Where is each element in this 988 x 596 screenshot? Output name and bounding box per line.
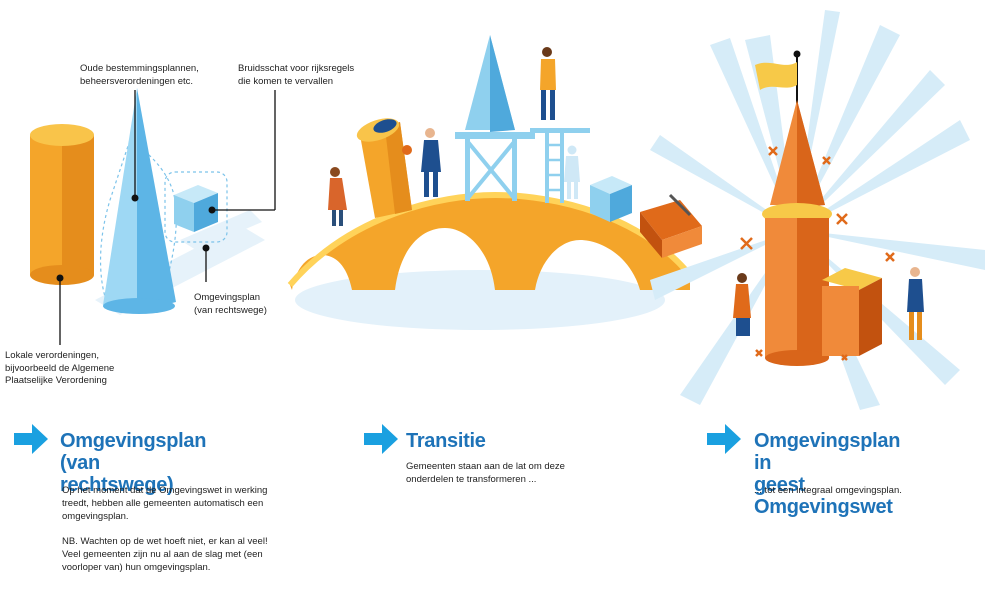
column-1-paragraph-1: Op het moment dat de Omgevingswet in wer… [62,485,268,522]
workers [328,47,580,226]
box-on-bridge [590,176,632,222]
column-2-title: Transitie [406,430,486,452]
column-2-body: Gemeenten staan aan de lat om deze onder… [406,460,596,498]
x-marks [740,146,895,361]
cylinder-on-bridge [356,118,412,218]
column-2-paragraph-1: Gemeenten staan aan de lat om deze onder… [406,461,565,485]
box-shape [174,185,218,232]
arrow-right-icon [707,424,741,454]
label-lokale-verordeningen: Lokale verordeningen, bijvoorbeeld de Al… [5,350,115,386]
label-bruidsschat: Bruidsschat voor rijksregels die komen t… [238,63,355,87]
column-1-title-line1: Omgevingsplan [60,430,207,452]
column-1-paragraph-2: NB. Wachten op de wet hoeft niet, er kan… [62,536,268,573]
column-3-title-line2: geest Omgevingswet [754,474,893,518]
column-3-title: Omgevingsplan in geest Omgevingswet [754,430,900,518]
arrow-right-icon [14,424,48,454]
column-3-paragraph-1: ... tot een integraal omgevingsplan. [754,485,902,496]
cone-shape [103,88,176,314]
flag [755,50,801,105]
column-1-body: Op het moment dat de Omgevingswet in wer… [62,484,268,586]
label-omgevingsplan: Omgevingsplan (van rechtswege) [194,292,267,316]
illustration [30,10,985,410]
tower-scene [650,10,985,410]
column-3-body: ... tot een integraal omgevingsplan. [754,484,954,509]
arrow-right-icon [364,424,398,454]
label-oude-plannen: Oude bestemmingsplannen, beheersverorden… [80,63,199,87]
left-scene [30,88,276,345]
leader-lines [59,90,276,345]
toolbox [640,193,702,258]
column-3-title-line1: Omgevingsplan in [754,430,901,474]
column-1-title-line2: (van rechtswege) [60,452,174,496]
scaffold-tower [455,35,590,203]
leader-dots [56,194,216,282]
bridge-scene [287,35,702,330]
column-1-title: Omgevingsplan (van rechtswege) [60,430,206,496]
cylinder-shape [30,124,94,285]
